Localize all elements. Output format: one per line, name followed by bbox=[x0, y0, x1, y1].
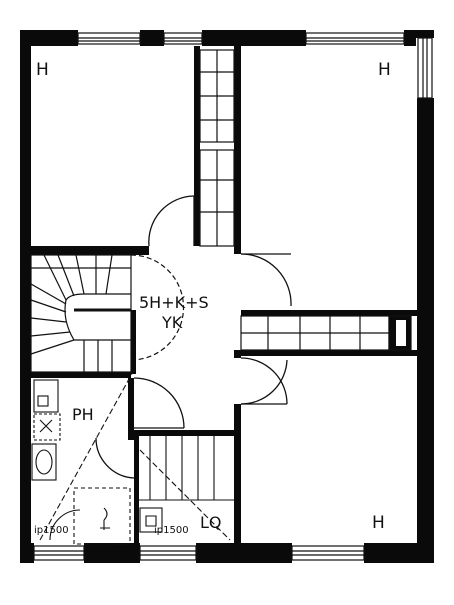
window-bottom-left bbox=[33, 545, 85, 561]
interior-walls bbox=[31, 46, 417, 543]
toilet bbox=[100, 507, 110, 530]
room-label-se: H bbox=[372, 513, 385, 533]
storage-dimension-label: ip1500 bbox=[154, 525, 189, 536]
door-nw-bedroom bbox=[148, 195, 195, 247]
washer-box bbox=[33, 379, 59, 413]
exterior-walls bbox=[20, 30, 434, 563]
wardrobe-upper bbox=[199, 49, 235, 143]
wardrobes bbox=[199, 49, 412, 351]
doors bbox=[95, 195, 292, 479]
door-bathroom bbox=[133, 377, 185, 429]
door-se-bedroom bbox=[240, 357, 288, 405]
window-bottom-right bbox=[291, 545, 365, 561]
hall-label-main: 5H+K+S bbox=[139, 293, 209, 312]
door-bath-inner bbox=[95, 437, 135, 479]
staircase bbox=[30, 254, 185, 373]
window-top-middle bbox=[163, 32, 203, 45]
door-ne-bedroom bbox=[240, 253, 292, 307]
windows bbox=[33, 32, 433, 561]
room-labels: H H H 5H+K+S YK PH LQ ip1500 ip1500 bbox=[34, 60, 391, 536]
hall-label-sub: YK bbox=[161, 313, 183, 332]
wardrobe-horizontal bbox=[240, 315, 412, 351]
room-label-nw: H bbox=[36, 60, 49, 80]
storage-label: LQ bbox=[200, 513, 222, 532]
storage-box bbox=[139, 507, 163, 533]
wardrobe-lower bbox=[199, 149, 235, 247]
window-right-side bbox=[417, 37, 433, 99]
window-top-right bbox=[305, 32, 405, 45]
bath-dimension-label: ip1500 bbox=[34, 525, 69, 536]
shower-tray bbox=[73, 487, 131, 545]
storage-fixtures bbox=[139, 436, 234, 541]
dryer-box bbox=[33, 413, 61, 441]
bathroom-label: PH bbox=[72, 405, 94, 424]
bathroom-fixtures bbox=[31, 369, 135, 545]
sink bbox=[31, 443, 57, 481]
room-label-ne: H bbox=[378, 60, 391, 80]
window-bottom-middle bbox=[139, 545, 197, 561]
window-top-left bbox=[77, 32, 141, 45]
